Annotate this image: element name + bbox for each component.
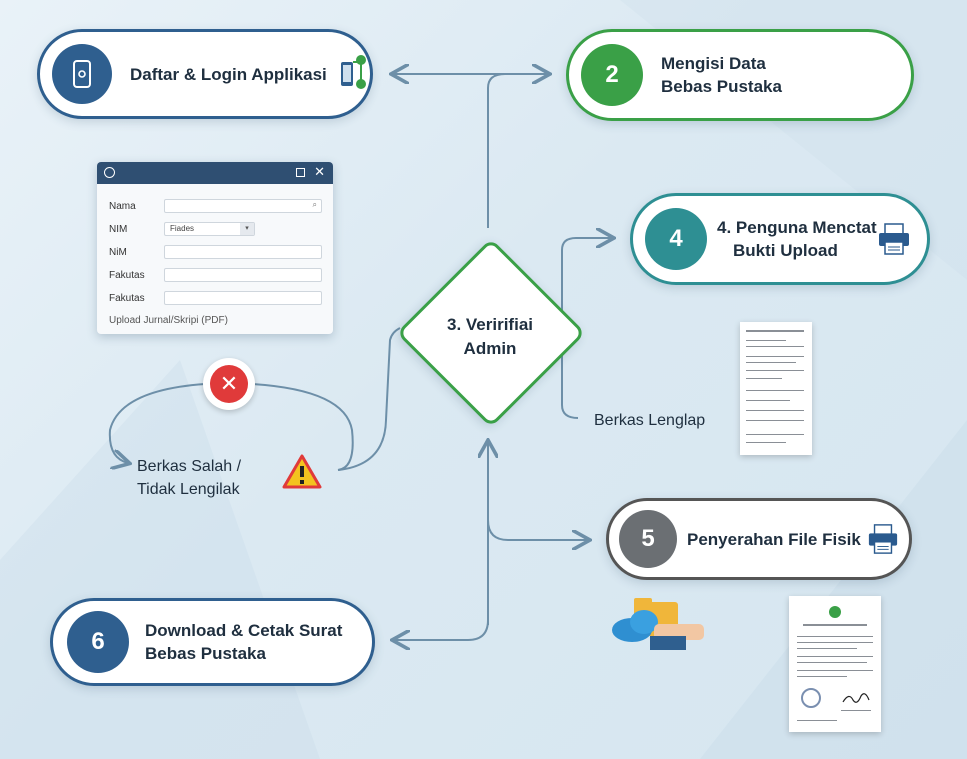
step-6-circle: 6	[67, 611, 129, 673]
step-6-number: 6	[91, 628, 105, 655]
form-label-nim-2: NiM	[109, 247, 127, 258]
step-6-line1: Download & Cetak Surat	[145, 621, 343, 640]
form-label-nim: NIM	[109, 224, 128, 235]
document-thumbnail	[740, 322, 812, 455]
step-4-line1: 4. Penguna Menctat	[717, 218, 877, 237]
registration-form: ✕ Nama ⌕ NIM Fiades ▾ NiM Fakutas Fakuta…	[97, 162, 333, 334]
nim-select-value: Fiades	[170, 224, 195, 233]
step-2-line1: Mengisi Data	[661, 54, 766, 73]
step-4-pill: 4 4. Penguna Menctat Bukti Upload	[630, 193, 930, 285]
complete-label: Berkas Lenglap	[594, 412, 706, 429]
close-icon: ✕	[210, 365, 248, 403]
printer-icon	[868, 524, 897, 554]
step-5-label: Penyerahan File Fisik	[687, 529, 861, 549]
step-5-number: 5	[641, 525, 655, 552]
arrow-to-step6	[394, 619, 489, 640]
fakultas-input[interactable]	[164, 268, 322, 282]
step-3-label: 3. Veririfiai Admin	[410, 313, 570, 361]
chevron-down-icon: ▾	[240, 223, 254, 235]
step-1-label: Daftar & Login Applikasi	[130, 64, 327, 84]
warning-icon	[282, 454, 322, 489]
step-2-number: 2	[605, 61, 619, 88]
form-titlebar: ✕	[97, 162, 333, 184]
error-loop-left	[108, 383, 206, 463]
step-1-pill: Daftar & Login Applikasi	[37, 29, 373, 119]
step-4-circle: 4	[645, 208, 707, 270]
nim-select[interactable]: Fiades ▾	[164, 222, 255, 236]
step-6-line2: Bebas Pustaka	[145, 644, 266, 663]
connector-diamond-top	[487, 73, 506, 228]
certificate-document	[789, 596, 881, 732]
step-1-circle	[52, 44, 112, 104]
signature	[842, 693, 870, 703]
form-label-fakultas-2: Fakutas	[109, 293, 145, 304]
error-label-line2: Tidak Lengilak	[137, 481, 240, 498]
step-5-circle: 5	[619, 510, 677, 568]
phone-icon	[73, 60, 91, 88]
close-icon[interactable]: ✕	[314, 164, 325, 179]
step-2-line2: Bebas Pustaka	[661, 77, 782, 96]
fakultas-input-2[interactable]	[164, 291, 322, 305]
error-badge: ✕	[203, 358, 255, 410]
nama-input[interactable]: ⌕	[164, 199, 322, 213]
nim-input[interactable]	[164, 245, 322, 259]
step-3-line1: 3. Veririfiai	[447, 315, 533, 334]
cloud-folder-icon	[612, 598, 704, 650]
step-2-pill: 2 Mengisi Data Bebas Pustaka	[566, 29, 914, 121]
arrow-to-step4	[561, 238, 612, 318]
printer-icon	[879, 223, 909, 255]
minimize-icon[interactable]	[296, 168, 305, 177]
error-label-line1: Berkas Salah /	[137, 458, 242, 475]
connector-complete	[561, 330, 579, 419]
step-2-circle: 2	[581, 44, 643, 106]
search-icon: ⌕	[312, 200, 317, 209]
form-label-fakultas: Fakutas	[109, 270, 145, 281]
step-4-line2: Bukti Upload	[733, 241, 838, 260]
form-app-icon	[104, 167, 115, 178]
step-5-pill: 5 Penyerahan File Fisik	[606, 498, 912, 580]
step-4-number: 4	[669, 225, 683, 252]
form-label-nama: Nama	[109, 201, 136, 212]
error-label: Berkas Salah / Tidak Lengilak	[137, 455, 241, 501]
error-loop-right	[252, 383, 354, 471]
connector-error-to-diamond	[337, 327, 401, 471]
step-6-pill: 6 Download & Cetak Surat Bebas Pustaka	[50, 598, 375, 686]
step-3-line2: Admin	[463, 339, 517, 358]
stamp	[801, 688, 821, 708]
flowchart-icon	[340, 55, 366, 89]
arrow-to-step5	[487, 519, 588, 540]
upload-label[interactable]: Upload Jurnal/Skripi (PDF)	[109, 315, 228, 326]
logo-emblem	[829, 606, 841, 618]
